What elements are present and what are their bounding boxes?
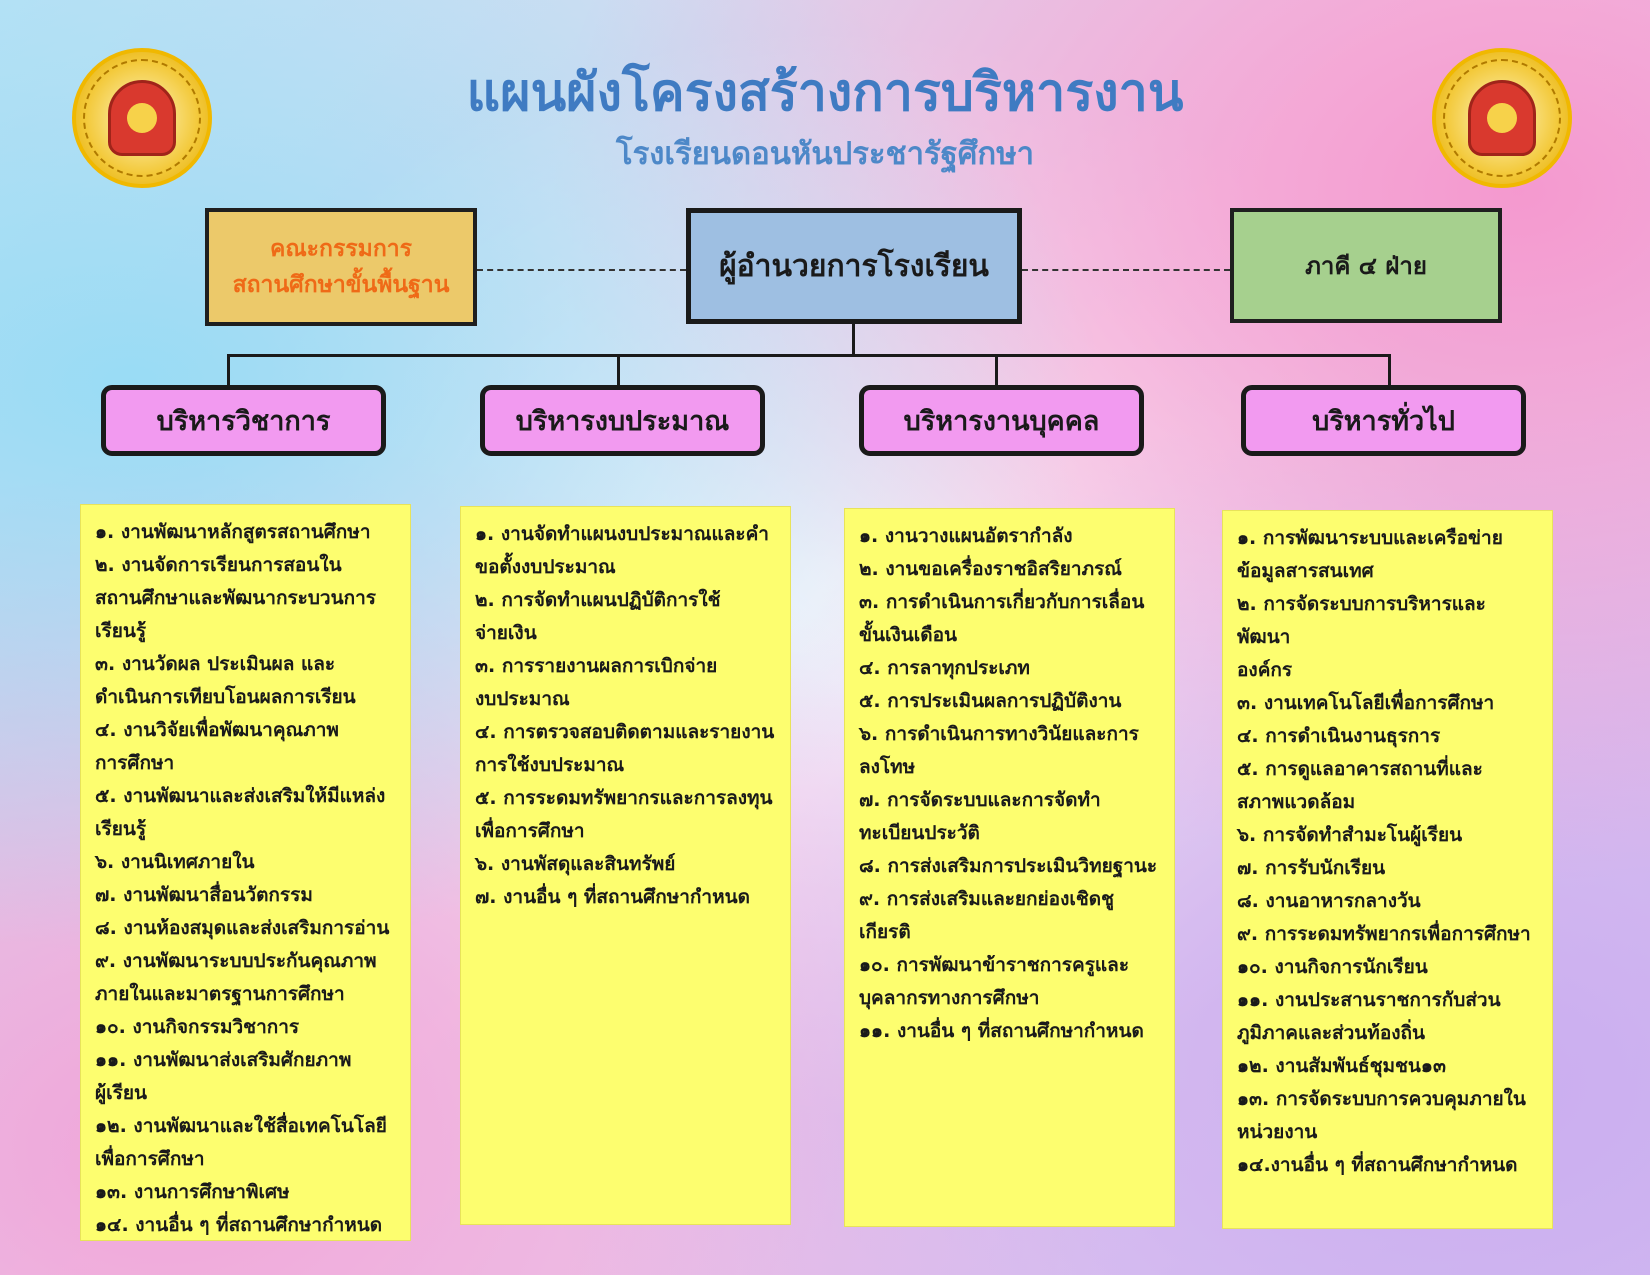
list-item: ๑๑. งานพัฒนาส่งเสริมศักยภาพ xyxy=(95,1049,352,1071)
list-item: ๑๔. งานอื่น ๆ ที่สถานศึกษากำหนด xyxy=(95,1214,383,1236)
list-item: ๑๓. การจัดระบบการควบคุมภายใน xyxy=(1237,1088,1526,1110)
list-item: ๔. การดำเนินงานธุรการ xyxy=(1237,725,1441,747)
list-item: ดำเนินการเทียบโอนผลการเรียน xyxy=(95,686,356,708)
dept-personnel-box: บริหารงานบุคคล xyxy=(859,385,1144,456)
connector-dept-1 xyxy=(227,354,230,387)
committee-line-1: คณะกรรมการ xyxy=(269,236,413,262)
list-item: ๑. งานพัฒนาหลักสูตรสถานศึกษา xyxy=(95,521,371,543)
list-item: ๗. งานพัฒนาสื่อนวัตกรรม xyxy=(95,884,313,906)
connector-horizontal xyxy=(227,354,1391,357)
connector-director-down xyxy=(852,324,855,356)
list-item: เรียนรู้ xyxy=(95,818,147,840)
list-item: ๗. งานอื่น ๆ ที่สถานศึกษากำหนด xyxy=(475,886,750,908)
list-item: ๘. การส่งเสริมการประเมินวิทยฐานะ xyxy=(859,855,1158,877)
list-item: ๗. การรับนักเรียน xyxy=(1237,857,1386,879)
dept-general-list: ๑. การพัฒนาระบบและเครือข่ายข้อมูลสารสนเท… xyxy=(1222,510,1553,1229)
school-logo-left xyxy=(72,48,212,188)
committee-line-2: สถานศึกษาขั้นพื้นฐาน xyxy=(232,272,450,298)
list-item: การศึกษา xyxy=(95,752,175,774)
dept-academic-box: บริหารวิชาการ xyxy=(101,385,386,456)
emblem-icon xyxy=(1468,80,1536,156)
list-item: ๔. งานวิจัยเพื่อพัฒนาคุณภาพ xyxy=(95,719,339,741)
logo-ring xyxy=(1443,59,1561,177)
list-item: เรียนรู้ xyxy=(95,620,147,642)
list-item: ๑๑. งานอื่น ๆ ที่สถานศึกษากำหนด xyxy=(859,1020,1144,1042)
list-item: ๑. งานจัดทำแผนงบประมาณและคำ xyxy=(475,523,769,545)
list-item: ๑. การพัฒนาระบบและเครือข่าย xyxy=(1237,527,1503,549)
page-subtitle: โรงเรียนดอนหันประชารัฐศึกษา xyxy=(615,136,1035,172)
list-item: ๑๑. งานประสานราชการกับส่วน xyxy=(1237,989,1501,1011)
director-box: ผู้อำนวยการโรงเรียน xyxy=(686,208,1022,324)
connector-director-partner xyxy=(1022,269,1230,271)
list-item: ๕. การระดมทรัพยากรและการลงทุน xyxy=(475,787,773,809)
list-item: ๖. การจัดทำสำมะโนผู้เรียน xyxy=(1237,824,1463,846)
dept-general-box: บริหารทั่วไป xyxy=(1241,385,1526,456)
list-item: ๓. การรายงานผลการเบิกจ่าย xyxy=(475,655,718,677)
page-title: แผนผังโครงสร้างการบริหารงาน xyxy=(466,63,1184,123)
list-item: ๘. งานห้องสมุดและส่งเสริมการอ่าน xyxy=(95,917,390,939)
emblem-icon xyxy=(108,80,176,156)
dept-personnel-list: ๑. งานวางแผนอัตรากำลัง๒. งานขอเครื่องราช… xyxy=(844,508,1175,1227)
list-item: สถานศึกษาและพัฒนากระบวนการ xyxy=(95,587,376,609)
list-item: เพื่อการศึกษา xyxy=(95,1148,205,1170)
list-item: ๓. การดำเนินการเกี่ยวกับการเลื่อน xyxy=(859,591,1145,613)
list-item: ข้อมูลสารสนเทศ xyxy=(1237,560,1374,582)
list-item: ๒. การจัดทำแผนปฏิบัติการใช้ xyxy=(475,589,721,611)
connector-dept-3 xyxy=(995,354,998,387)
list-item: ๔. การตรวจสอบติดตามและรายงาน xyxy=(475,721,775,743)
list-item: ๑๒. งานสัมพันธ์ชุมชน๑๓ xyxy=(1237,1055,1446,1077)
list-item: ๑๔.งานอื่น ๆ ที่สถานศึกษากำหนด xyxy=(1237,1154,1518,1176)
list-item: สภาพแวดล้อม xyxy=(1237,791,1356,813)
list-item: เพื่อการศึกษา xyxy=(475,820,585,842)
school-logo-right xyxy=(1432,48,1572,188)
list-item: ๑๐. การพัฒนาข้าราชการครูและ xyxy=(859,954,1130,976)
logo-ring xyxy=(83,59,201,177)
emblem-core xyxy=(127,103,157,133)
list-item: ๑. งานวางแผนอัตรากำลัง xyxy=(859,525,1073,547)
list-item: ๕. การประเมินผลการปฏิบัติงาน xyxy=(859,690,1122,712)
list-item: ๙. งานพัฒนาระบบประกันคุณภาพ xyxy=(95,950,377,972)
list-item: ๙. การระดมทรัพยากรเพื่อการศึกษา xyxy=(1237,923,1531,945)
list-item: จ่ายเงิน xyxy=(475,622,537,644)
committee-box: คณะกรรมการ สถานศึกษาขั้นพื้นฐาน xyxy=(205,208,477,326)
list-item: ๗. การจัดระบบและการจัดทำ xyxy=(859,789,1101,811)
list-item: ๕. งานพัฒนาและส่งเสริมให้มีแหล่ง xyxy=(95,785,386,807)
connector-dept-2 xyxy=(617,354,620,387)
dept-budget-box: บริหารงบประมาณ xyxy=(480,385,765,456)
list-item: องค์กร xyxy=(1237,659,1293,681)
list-item: ทะเบียนประวัติ xyxy=(859,822,980,844)
list-item: ๑๒. งานพัฒนาและใช้สื่อเทคโนโลยี xyxy=(95,1115,387,1137)
list-item: ๓. งานเทคโนโลยีเพื่อการศึกษา xyxy=(1237,692,1495,714)
list-item: ๒. งานขอเครื่องราชอิสริยาภรณ์ xyxy=(859,558,1122,580)
list-item: ภูมิภาคและส่วนท้องถิ่น xyxy=(1237,1022,1426,1044)
list-item: ๖. งานพัสดุและสินทรัพย์ xyxy=(475,853,676,875)
emblem-core xyxy=(1487,103,1517,133)
list-item: งบประมาณ xyxy=(475,688,570,710)
list-item: ขั้นเงินเดือน xyxy=(859,624,957,646)
list-item: บุคลากรทางการศึกษา xyxy=(859,987,1040,1009)
list-item: ๖. การดำเนินการทางวินัยและการ xyxy=(859,723,1139,745)
list-item: ลงโทษ xyxy=(859,756,916,778)
dept-academic-list: ๑. งานพัฒนาหลักสูตรสถานศึกษา๒. งานจัดการ… xyxy=(80,504,411,1241)
list-item: ผู้เรียน xyxy=(95,1082,147,1104)
list-item: ๒. การจัดระบบการบริหารและพัฒนา xyxy=(1237,593,1486,648)
list-item: ๑๐. งานกิจกรรมวิชาการ xyxy=(95,1016,300,1038)
list-item: การใช้งบประมาณ xyxy=(475,754,625,776)
list-item: ๕. การดูแลอาคารสถานที่และ xyxy=(1237,758,1483,780)
list-item: ๘. งานอาหารกลางวัน xyxy=(1237,890,1421,912)
list-item: ๒. งานจัดการเรียนการสอนใน xyxy=(95,554,342,576)
list-item: ๖. งานนิเทศภายใน xyxy=(95,851,255,873)
list-item: ขอตั้งงบประมาณ xyxy=(475,556,616,578)
dept-budget-list: ๑. งานจัดทำแผนงบประมาณและคำขอตั้งงบประมา… xyxy=(460,506,791,1225)
list-item: หน่วยงาน xyxy=(1237,1121,1318,1143)
list-item: ๑๐. งานกิจการนักเรียน xyxy=(1237,956,1428,978)
list-item: ๙. การส่งเสริมและยกย่องเชิดชูเกียรติ xyxy=(859,888,1114,943)
list-item: ๑๓. งานการศึกษาพิเศษ xyxy=(95,1181,290,1203)
partner-box: ภาคี ๔ ฝ่าย xyxy=(1230,208,1502,323)
connector-committee-director xyxy=(477,269,686,271)
list-item: ๔. การลาทุกประเภท xyxy=(859,657,1030,679)
list-item: ภายในและมาตรฐานการศึกษา xyxy=(95,983,345,1005)
list-item: ๓. งานวัดผล ประเมินผล และ xyxy=(95,653,336,675)
connector-dept-4 xyxy=(1388,354,1391,387)
